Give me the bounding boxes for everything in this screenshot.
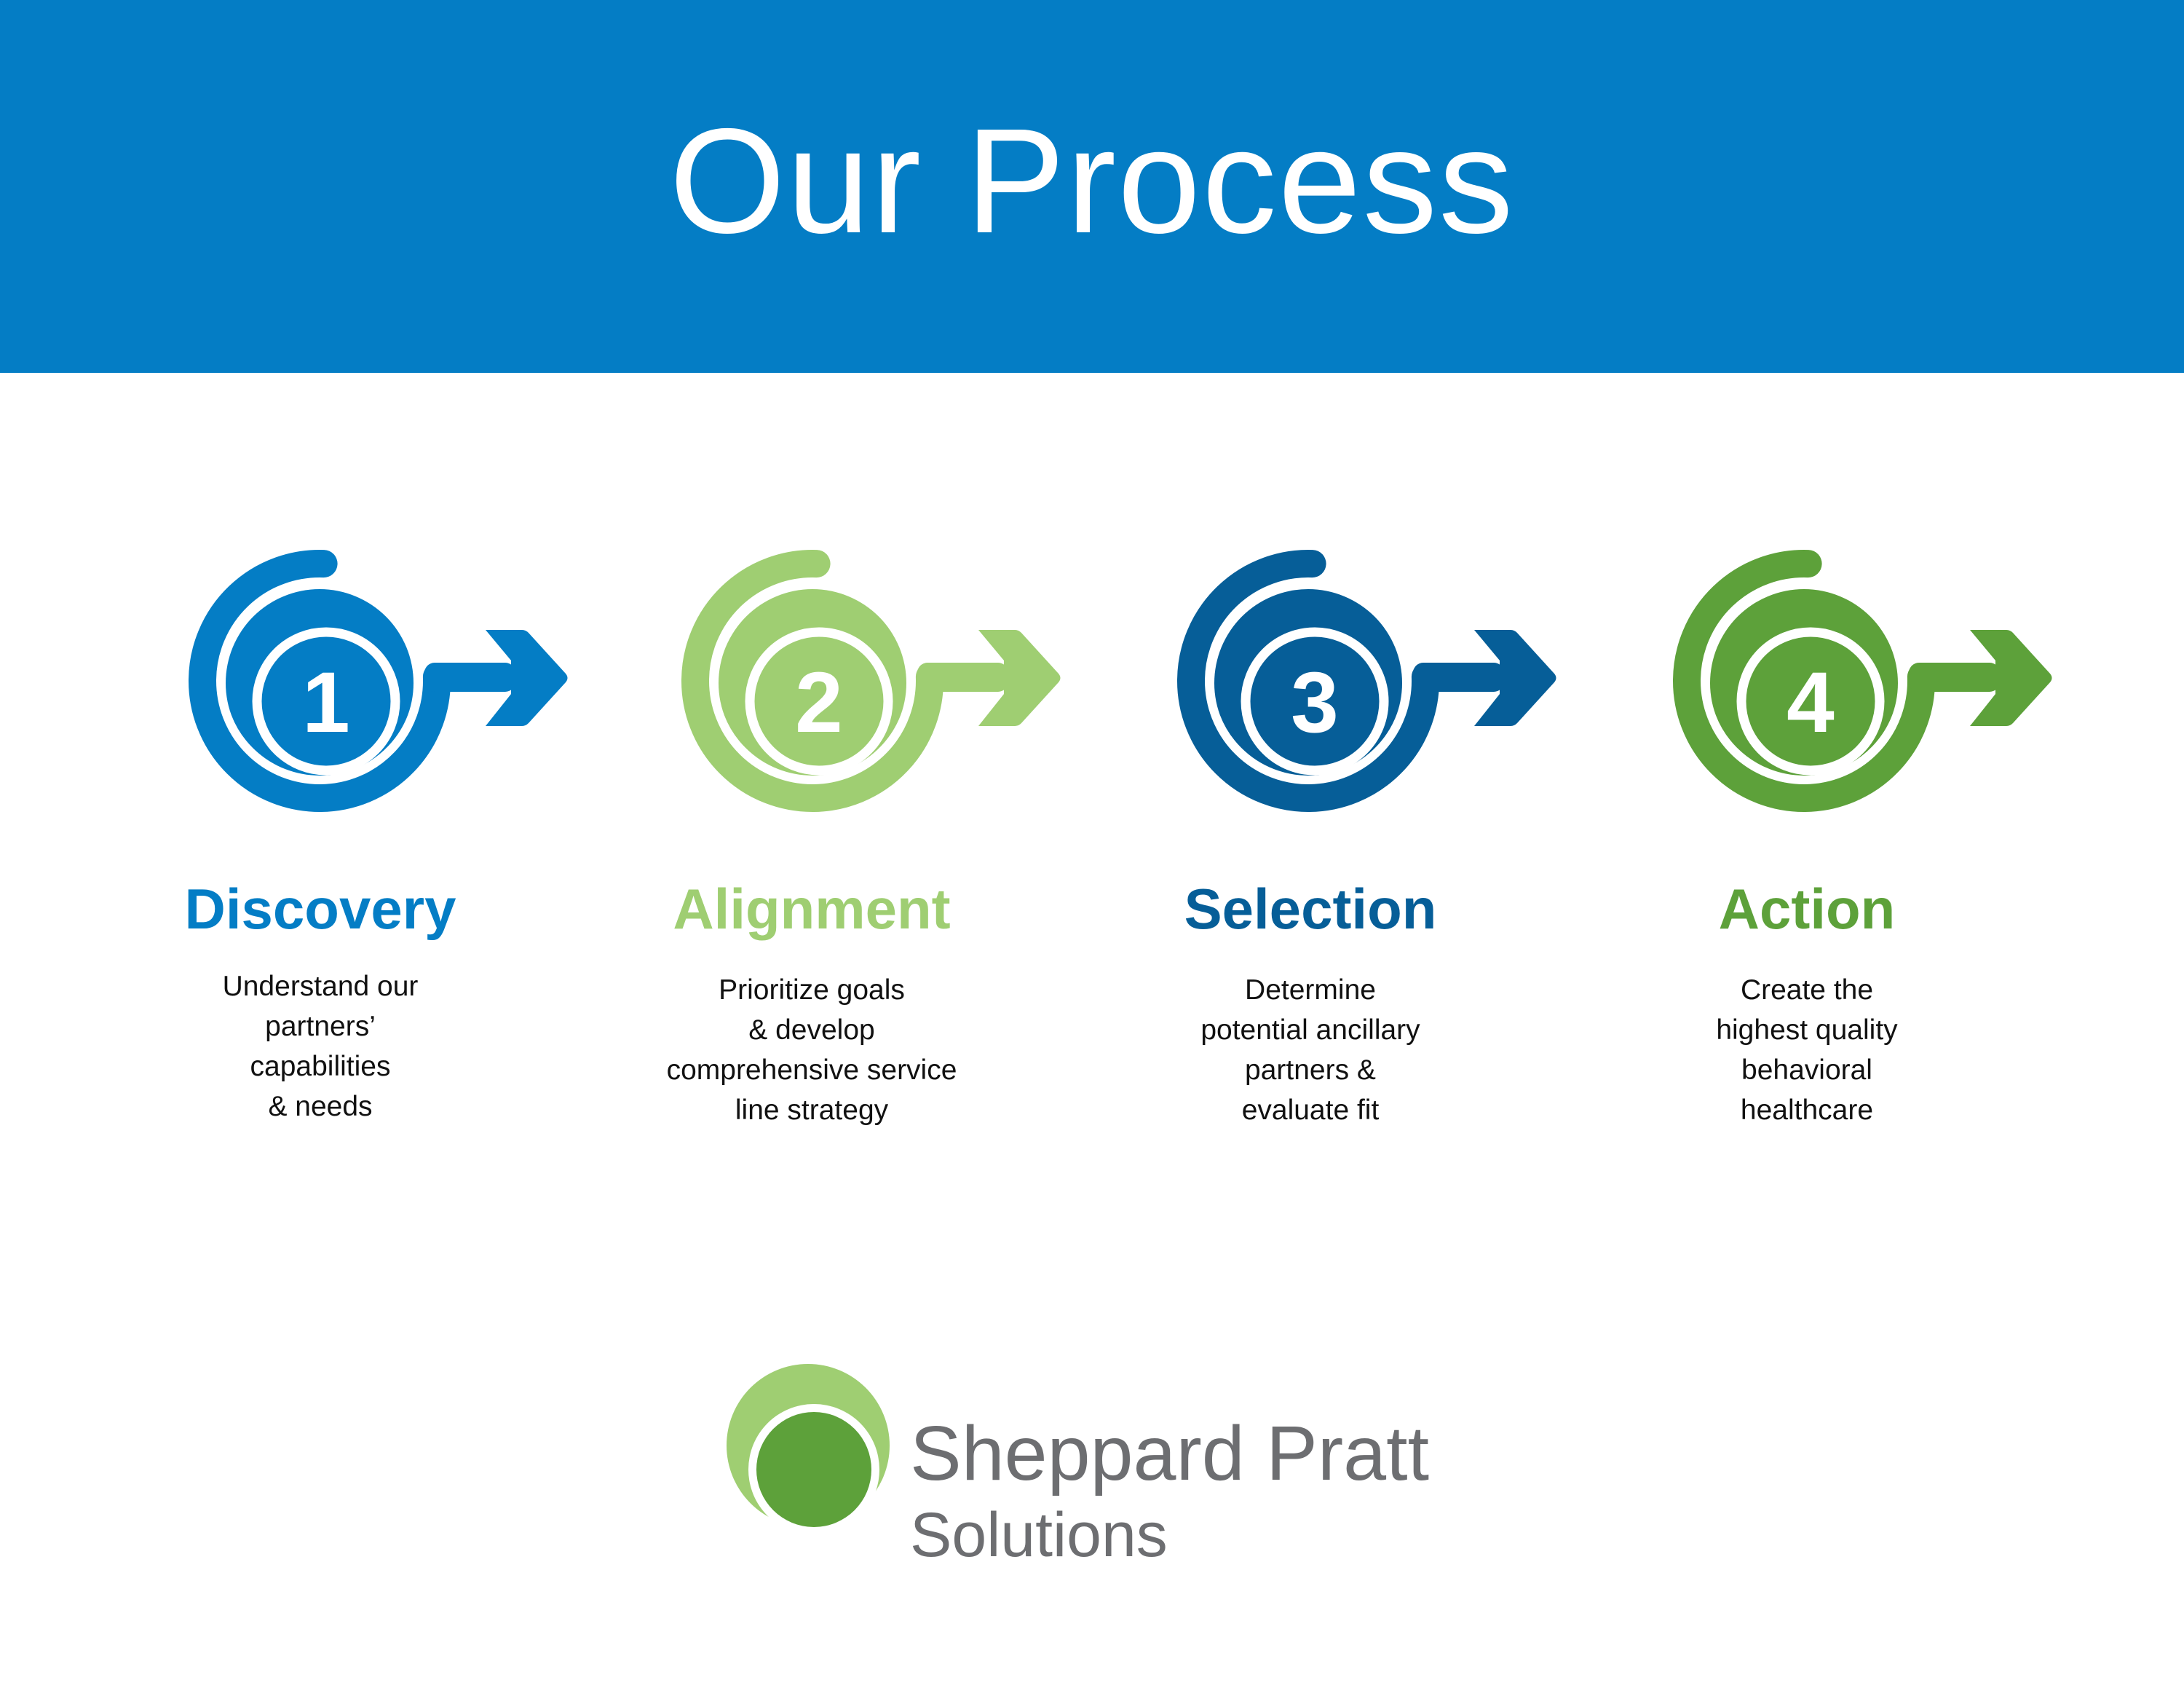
description-line: evaluate fit xyxy=(1241,1095,1380,1126)
step-4-description: Create the highest quality behavioral he… xyxy=(1588,970,2025,1130)
step-4-number: 4 xyxy=(1787,655,1835,751)
description-line: healthcare xyxy=(1740,1095,1874,1126)
logo-name: Sheppard Pratt xyxy=(910,1411,1430,1496)
description-line: Determine xyxy=(1245,974,1376,1006)
step-2-title: Alignment xyxy=(673,877,951,941)
description-line: capabilities xyxy=(250,1051,391,1082)
step-4-title: Action xyxy=(1718,877,1896,941)
description-line: Prioritize goals xyxy=(719,974,905,1006)
description-line: potential ancillary xyxy=(1200,1014,1420,1046)
description-line: Understand our xyxy=(222,971,419,1002)
step-2-description: Prioritize goals & develop comprehensive… xyxy=(593,970,1030,1130)
description-line: Create the xyxy=(1740,974,1874,1006)
step-4-icon: 4 xyxy=(1666,543,2052,816)
description-line: & develop xyxy=(748,1014,875,1046)
step-3-number: 3 xyxy=(1291,655,1339,751)
step-3-description: Determine potential ancillary partners &… xyxy=(1092,970,1529,1130)
description-line: behavioral xyxy=(1741,1054,1872,1086)
description-line: highest quality xyxy=(1716,1014,1898,1046)
description-line: comprehensive service xyxy=(666,1054,957,1086)
description-line: line strategy xyxy=(735,1095,889,1126)
step-2-number: 2 xyxy=(795,655,843,751)
description-line: & needs xyxy=(268,1091,373,1122)
description-line: partners’ xyxy=(265,1011,376,1042)
step-1-icon: 1 xyxy=(182,543,568,816)
step-1-title: Discovery xyxy=(184,877,456,941)
step-3-icon: 3 xyxy=(1171,543,1556,816)
logo-subtitle: Solutions xyxy=(910,1500,1168,1570)
step-1-number: 1 xyxy=(302,655,350,751)
header-banner: Our Process xyxy=(0,0,2184,373)
description-line: partners & xyxy=(1245,1054,1376,1086)
step-2-icon: 2 xyxy=(675,543,1061,816)
step-1-description: Understand our partners’ capabilities & … xyxy=(102,966,539,1127)
page-title: Our Process xyxy=(669,98,1515,264)
logo-mark-icon xyxy=(727,1364,890,1533)
step-3-title: Selection xyxy=(1184,877,1437,941)
